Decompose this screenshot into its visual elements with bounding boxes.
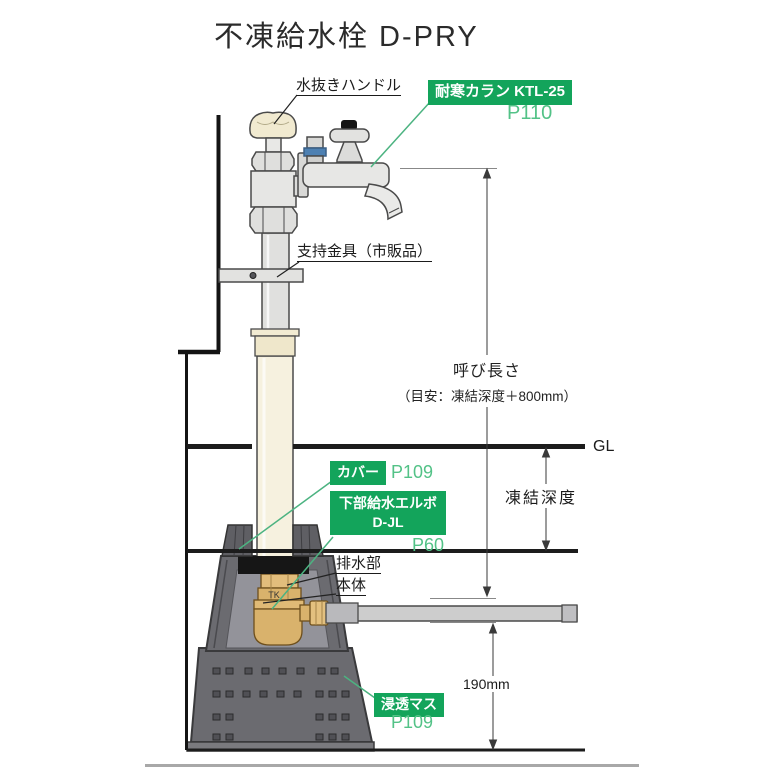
wall-shape	[178, 115, 221, 750]
label-main-body: 本体	[336, 577, 367, 597]
label-drain-section: 排水部	[336, 555, 382, 575]
black-collar	[238, 556, 309, 574]
brass-valve-shape	[253, 573, 329, 646]
pageref-infiltration-basin: P109	[391, 712, 434, 732]
cover-shape	[221, 524, 324, 557]
tag-cover: カバー	[330, 461, 386, 485]
tag-faucet: 耐寒カラン KTL-25	[428, 80, 573, 106]
page-title: 不凍給水栓 D-PRY	[214, 21, 479, 53]
standpipe-upper	[250, 232, 300, 357]
nominal-length-title: 呼び長さ	[452, 363, 521, 380]
label-basin-height: 190mm	[460, 676, 513, 692]
supply-pipe-shape	[325, 602, 578, 624]
label-gl: GL	[593, 438, 615, 455]
pageref-lower-elbow: P60	[412, 535, 445, 555]
drain-valve-shape	[249, 111, 309, 234]
label-freezing-depth: 凍結深度	[503, 484, 580, 508]
tag-lower-elbow-line1: 下部給水エルボ	[339, 495, 437, 511]
label-nominal-length: 呼び長さ （目安：凍結深度＋800mm）	[382, 355, 592, 407]
tag-lower-elbow: 下部給水エルボ D-JL	[330, 491, 446, 535]
nominal-length-note: （目安：凍結深度＋800mm）	[396, 389, 577, 404]
support-bracket-shape	[218, 268, 304, 283]
ground-lines	[187, 444, 585, 752]
leader-lines-green	[238, 101, 431, 699]
tag-infiltration-basin: 浸透マス	[374, 693, 444, 717]
pageref-faucet: P110	[507, 102, 553, 124]
weep-holes	[212, 667, 350, 741]
leader-lines-black	[262, 94, 337, 604]
valve-marking: TK	[268, 590, 280, 600]
tag-lower-elbow-line2: D-JL	[372, 513, 404, 530]
label-drain-handle: 水抜きハンドル	[296, 77, 402, 97]
label-support-bracket: 支持金具（市販品）	[297, 243, 433, 263]
bottom-separator	[145, 764, 639, 767]
pageref-cover: P109	[391, 462, 434, 482]
faucet-shape	[302, 120, 403, 221]
